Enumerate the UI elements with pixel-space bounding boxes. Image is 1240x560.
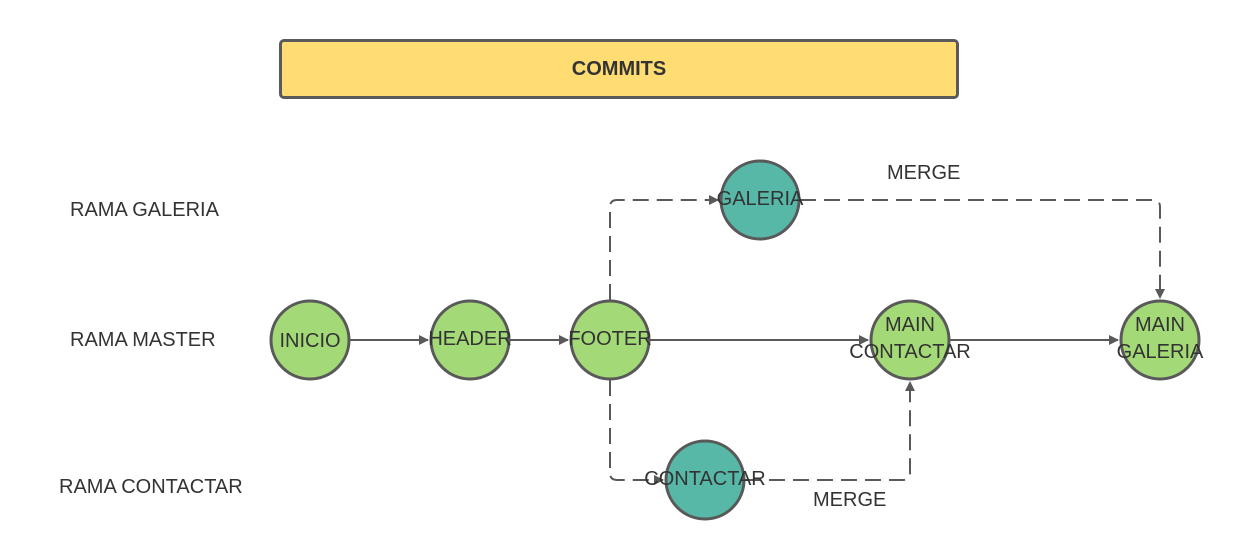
node-header: HEADER [428, 299, 512, 381]
node-main-contactar: MAIN CONTACTAR [849, 299, 971, 381]
lane-label-galeria: RAMA GALERIA [70, 199, 219, 221]
node-main-galeria-label-line2: GALERIA [1117, 341, 1204, 363]
edge-contactar-main-contactar [745, 381, 915, 481]
node-contactar: CONTACTAR [644, 439, 766, 521]
edge-galeria-main-galeria [800, 199, 1165, 299]
node-footer: FOOTER [568, 299, 652, 381]
merge-label-galeria: MERGE [887, 162, 961, 184]
node-contactar-label: CONTACTAR [644, 468, 765, 490]
lane-label-contactar: RAMA CONTACTAR [59, 476, 243, 498]
node-galeria: GALERIA [717, 159, 804, 241]
node-footer-label: FOOTER [568, 328, 651, 350]
node-galeria-label: GALERIA [717, 188, 804, 210]
merge-label-contactar: MERGE [813, 489, 887, 511]
node-inicio: INICIO [269, 299, 351, 381]
node-inicio-label: INICIO [279, 330, 340, 352]
edge-footer-galeria [609, 195, 719, 300]
node-main-contactar-label-line2: CONTACTAR [849, 341, 970, 363]
lane-label-master: RAMA MASTER [70, 329, 216, 351]
edge-footer-contactar [609, 380, 664, 485]
node-main-galeria: MAIN GALERIA [1117, 299, 1204, 381]
node-main-galeria-label-line1: MAIN [1135, 314, 1185, 336]
commits-title: COMMITS [571, 57, 667, 80]
commits-title-box: COMMITS [279, 39, 959, 99]
node-main-contactar-label-line1: MAIN [885, 314, 935, 336]
node-header-label: HEADER [428, 328, 511, 350]
